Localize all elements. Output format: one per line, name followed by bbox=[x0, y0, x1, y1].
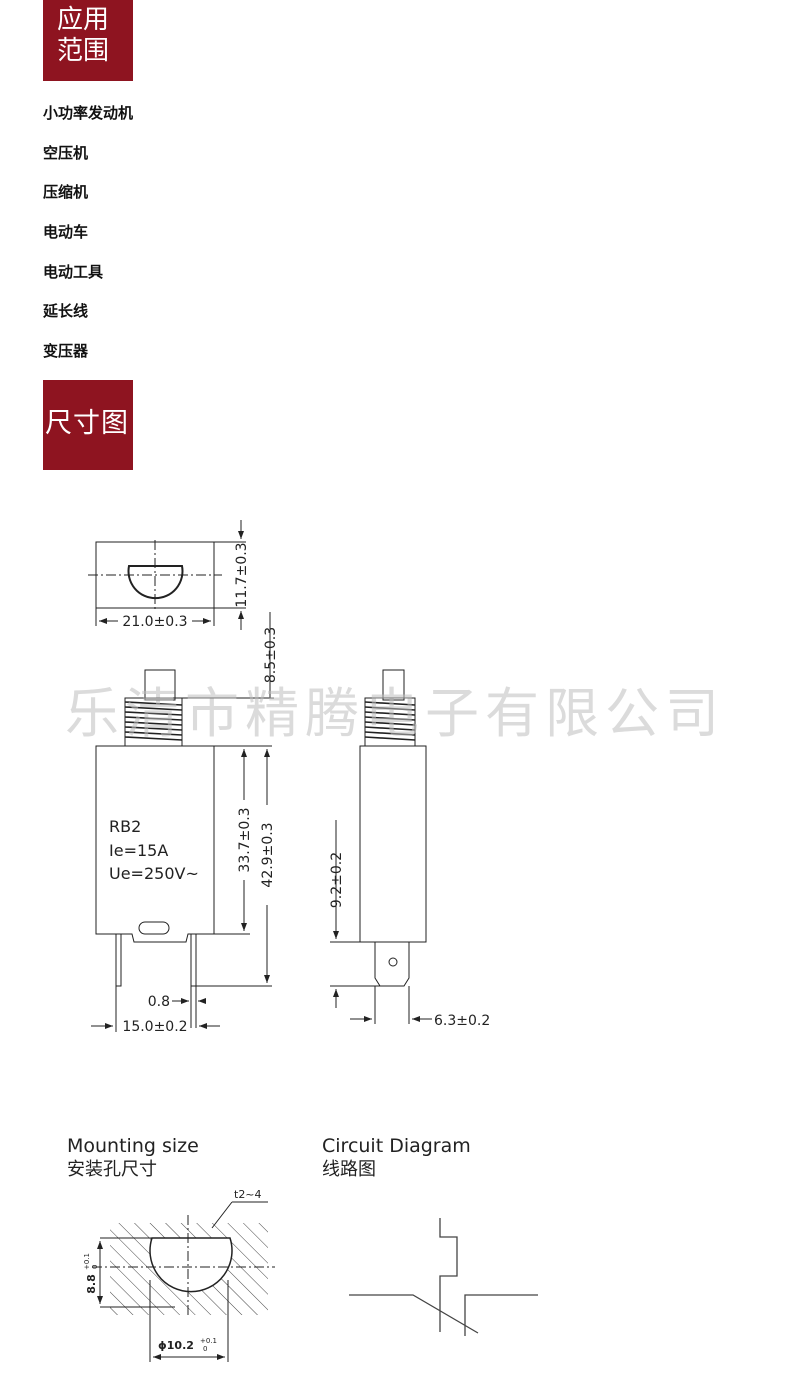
top-view bbox=[88, 520, 246, 630]
side-view bbox=[330, 669, 432, 1024]
front-view-button bbox=[144, 669, 176, 701]
section-title-dimension: 尺寸图 bbox=[43, 380, 133, 470]
dim-width-top: 21.0±0.3 bbox=[122, 614, 187, 630]
circuit-switch-arm bbox=[349, 1294, 479, 1334]
circuit-title-cn: 线路图 bbox=[322, 1159, 376, 1180]
label-voltage: Ue=250V~ bbox=[109, 864, 199, 883]
dim-body-height: 33.7±0.3 bbox=[237, 807, 253, 872]
watermark: 乐清市精腾电子有限公司 bbox=[65, 682, 725, 745]
circuit-title-en: Circuit Diagram bbox=[322, 1135, 471, 1157]
dim-height-top: 11.7±0.3 bbox=[234, 542, 250, 607]
label-model: RB2 bbox=[109, 817, 141, 836]
circuit-actuator bbox=[439, 1218, 458, 1332]
front-view-pin-left bbox=[115, 933, 122, 987]
front-view-slot bbox=[138, 921, 170, 935]
dim-pin-thickness: 0.8 bbox=[148, 994, 170, 1010]
application-item: 延长线 bbox=[43, 302, 89, 321]
mounting-hole bbox=[149, 1237, 233, 1293]
side-view-body bbox=[359, 745, 427, 943]
section-title-application: 应用范围 bbox=[43, 0, 133, 81]
mounting-dia-value: ϕ10.2 bbox=[158, 1339, 194, 1352]
circuit-fixed-contact bbox=[464, 1294, 538, 1336]
mounting-title-en: Mounting size bbox=[67, 1135, 199, 1157]
mounting-height-value: 8.8 bbox=[85, 1274, 98, 1294]
application-item: 压缩机 bbox=[43, 183, 89, 202]
front-view bbox=[91, 612, 274, 1032]
dim-total-height: 42.9±0.3 bbox=[260, 822, 276, 887]
side-view-tab bbox=[374, 942, 410, 987]
mounting-title-cn: 安装孔尺寸 bbox=[67, 1159, 157, 1180]
mounting-height-tol-upper: +0.1 bbox=[83, 1253, 91, 1270]
side-view-tab-hole bbox=[388, 957, 398, 967]
mounting-hole-drawing bbox=[92, 1201, 275, 1362]
dim-pin-offset: 9.2±0.2 bbox=[329, 852, 345, 908]
dim-pin-span: 15.0±0.2 bbox=[122, 1019, 187, 1035]
application-item: 电动车 bbox=[43, 223, 89, 242]
mounting-height-tol-lower: 0 bbox=[91, 1265, 99, 1269]
dim-stem: 8.5±0.3 bbox=[263, 627, 279, 683]
mounting-dia-tol-upper: +0.1 bbox=[200, 1337, 217, 1345]
circuit-diagram bbox=[349, 1218, 538, 1336]
application-item: 电动工具 bbox=[43, 262, 104, 281]
front-view-body bbox=[95, 745, 215, 943]
mounting-height-dim: 8.8 +0.1 0 bbox=[83, 1253, 99, 1294]
dim-tab-width: 6.3±0.2 bbox=[434, 1013, 490, 1029]
label-current: Ie=15A bbox=[109, 841, 168, 860]
mounting-dia-tol-lower: 0 bbox=[203, 1345, 207, 1353]
side-view-button bbox=[382, 669, 405, 701]
mounting-thickness: t2~4 bbox=[234, 1188, 262, 1201]
application-item: 变压器 bbox=[43, 342, 89, 361]
application-item: 小功率发动机 bbox=[43, 104, 134, 122]
section-title-application-text: 应用范围 bbox=[57, 5, 110, 66]
section-title-dimension-text: 尺寸图 bbox=[45, 408, 129, 439]
application-list: 小功率发动机 空压机 压缩机 电动车 电动工具 延长线 变压器 bbox=[43, 100, 133, 378]
front-view-pin-right bbox=[190, 933, 197, 987]
application-item: 空压机 bbox=[43, 143, 89, 162]
